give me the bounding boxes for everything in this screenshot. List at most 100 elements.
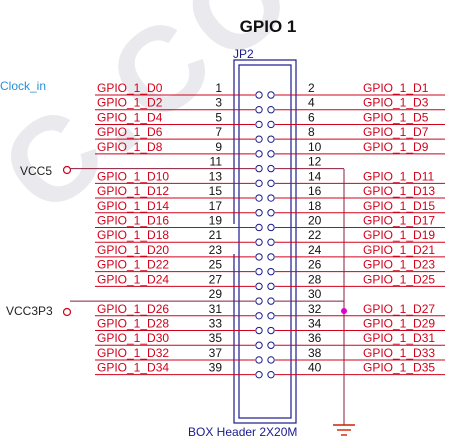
left-pin-label: GPIO_1_D6 bbox=[97, 125, 163, 139]
right-pin-number: 10 bbox=[308, 140, 322, 154]
right-pin-label: GPIO_1_D25 bbox=[363, 272, 435, 286]
left-pin-number: 33 bbox=[209, 317, 223, 331]
right-pin-label: GPIO_1_D13 bbox=[363, 184, 435, 198]
right-pin-label: GPIO_1_D19 bbox=[363, 228, 435, 242]
right-pin-number: 32 bbox=[308, 302, 322, 316]
pin-contact-left bbox=[255, 238, 263, 246]
right-pin-number: 6 bbox=[308, 110, 315, 124]
left-pin-number: 15 bbox=[209, 184, 223, 198]
left-pin-number: 39 bbox=[209, 361, 223, 375]
left-pin-number: 27 bbox=[209, 272, 223, 286]
right-pin-number: 40 bbox=[308, 361, 322, 375]
pin-contact-left bbox=[255, 223, 263, 232]
vcc5-label: VCC5 bbox=[20, 164, 52, 178]
pin-contact-right bbox=[267, 91, 275, 99]
pin-contact-left bbox=[255, 356, 263, 364]
left-pin-number: 3 bbox=[215, 96, 222, 110]
left-pin-number: 21 bbox=[209, 228, 223, 242]
left-pin-label: GPIO_1_D28 bbox=[97, 317, 169, 331]
pin-contact-left bbox=[255, 150, 263, 158]
left-pin-number: 23 bbox=[209, 243, 223, 257]
left-pin-number: 7 bbox=[215, 125, 222, 139]
pin-contact-right bbox=[267, 223, 275, 232]
left-pin-number: 11 bbox=[210, 155, 223, 169]
connector-key-notch bbox=[232, 224, 238, 254]
pin-contact-right bbox=[267, 194, 275, 202]
pin-contact-left bbox=[255, 135, 263, 143]
pin-contact-left bbox=[255, 282, 263, 291]
left-pin-number: 13 bbox=[209, 169, 223, 183]
right-pin-number: 20 bbox=[308, 213, 322, 227]
pin-contact-right bbox=[267, 179, 275, 188]
pin-contact-right bbox=[267, 106, 275, 114]
left-pin-label: GPIO_1_D2 bbox=[97, 96, 163, 110]
pin-contact-left bbox=[255, 253, 263, 261]
right-pin-label: GPIO_1_D35 bbox=[363, 361, 435, 375]
right-pin-number: 26 bbox=[308, 258, 322, 272]
right-pin-number: 24 bbox=[308, 243, 322, 257]
left-pin-label: GPIO_1_D16 bbox=[97, 213, 169, 227]
pin-contact-left bbox=[255, 164, 263, 173]
pin-contact-left bbox=[255, 267, 263, 276]
pin-contact-left bbox=[255, 341, 263, 349]
right-pin-number: 34 bbox=[308, 317, 322, 331]
pin-contact-left bbox=[255, 120, 263, 129]
right-pin-label: GPIO_1_D5 bbox=[363, 110, 429, 124]
left-pin-label: GPIO_1_D20 bbox=[97, 243, 169, 257]
pin-contact-left bbox=[255, 370, 263, 379]
left-pin-label: GPIO_1_D4 bbox=[97, 110, 163, 124]
connector-inner-box bbox=[238, 64, 292, 419]
right-pin-label: GPIO_1_D29 bbox=[363, 317, 435, 331]
pin-contact-right bbox=[267, 326, 275, 335]
left-pin-label: GPIO_1_D26 bbox=[97, 302, 169, 316]
left-pin-number: 17 bbox=[209, 199, 223, 213]
pin-contact-left bbox=[255, 91, 263, 99]
vcc3p3-terminal bbox=[62, 307, 72, 317]
right-pin-label: GPIO_1_D21 bbox=[363, 243, 435, 257]
right-pin-number: 22 bbox=[308, 228, 322, 242]
ground-junction bbox=[341, 308, 347, 314]
left-pin-number: 31 bbox=[209, 302, 223, 316]
right-pin-number: 28 bbox=[308, 272, 322, 286]
right-pin-label: GPIO_1_D31 bbox=[363, 331, 435, 345]
right-pin-number: 8 bbox=[308, 125, 315, 139]
right-pin-number: 16 bbox=[308, 184, 322, 198]
right-pin-label: GPIO_1_D11 bbox=[363, 169, 434, 183]
right-pin-number: 18 bbox=[308, 199, 322, 213]
pin-contact-right bbox=[267, 356, 275, 364]
pin-contact-right bbox=[267, 267, 275, 276]
right-pin-label: GPIO_1_D23 bbox=[363, 258, 435, 272]
right-pin-label: GPIO_1_D1 bbox=[363, 81, 429, 95]
right-pin-number: 4 bbox=[308, 96, 315, 110]
right-pin-label: GPIO_1_D15 bbox=[363, 199, 435, 213]
pin-contact-right bbox=[267, 253, 275, 261]
left-pin-number: 25 bbox=[209, 258, 223, 272]
pin-contact-right bbox=[267, 312, 275, 320]
left-pin-number: 29 bbox=[209, 287, 223, 301]
right-pin-label: GPIO_1_D7 bbox=[363, 125, 429, 139]
right-pin-number: 38 bbox=[308, 346, 322, 360]
connector-outer-box bbox=[233, 59, 297, 424]
left-pin-label: GPIO_1_D30 bbox=[97, 331, 169, 345]
pin-contact-right bbox=[267, 370, 275, 379]
pin-contact-left bbox=[255, 297, 263, 305]
pin-contact-left bbox=[255, 106, 263, 114]
pin-contact-right bbox=[267, 341, 275, 349]
left-pin-label: GPIO_1_D12 bbox=[97, 184, 169, 198]
pin-contact-right bbox=[267, 164, 275, 173]
pin-contact-left bbox=[255, 312, 263, 320]
pin-contact-left bbox=[255, 179, 263, 188]
left-pin-label: GPIO_1_D22 bbox=[97, 258, 169, 272]
left-pin-number: 19 bbox=[209, 213, 223, 227]
right-pin-label: GPIO_1_D9 bbox=[363, 140, 429, 154]
left-pin-label: GPIO_1_D24 bbox=[97, 272, 169, 286]
pin-contact-right bbox=[267, 150, 275, 158]
left-pin-label: GPIO_1_D18 bbox=[97, 228, 169, 242]
connector-part-label: BOX Header 2X20M bbox=[188, 425, 297, 439]
left-pin-label: GPIO_1_D32 bbox=[97, 346, 169, 360]
right-pin-number: 12 bbox=[308, 155, 322, 169]
left-pin-number: 35 bbox=[209, 331, 223, 345]
schematic-title: GPIO 1 bbox=[240, 17, 297, 36]
left-pin-label: GPIO_1_D14 bbox=[97, 199, 169, 213]
